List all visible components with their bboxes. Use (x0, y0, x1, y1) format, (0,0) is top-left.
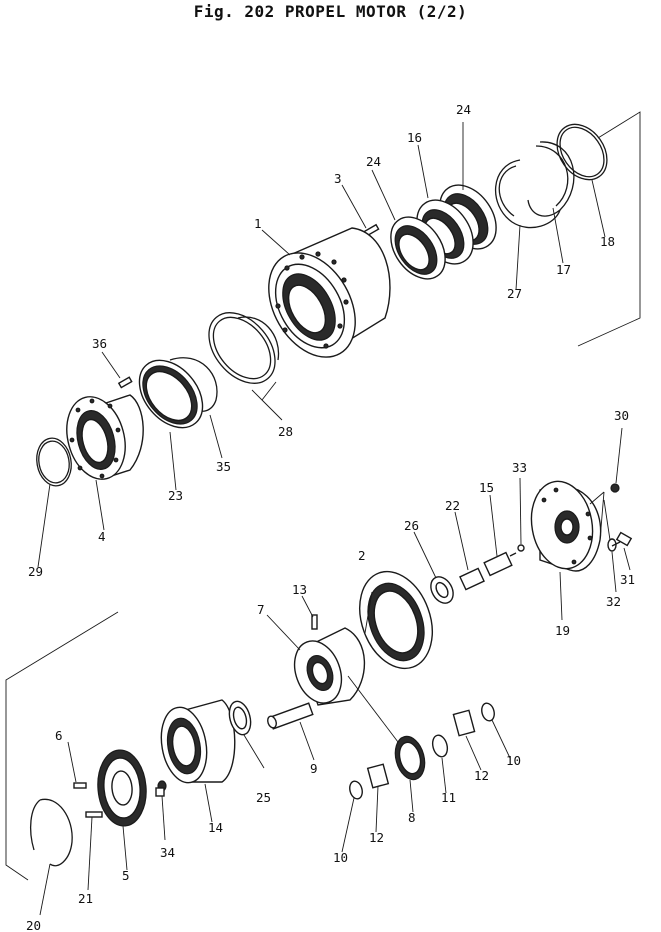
part-12-needle-bearing-a (452, 709, 476, 737)
callout-16: 16 (407, 130, 422, 145)
assembly-guide-lines (5, 111, 641, 881)
part-22-bushing (459, 567, 485, 591)
part-14-drum (160, 699, 236, 784)
callout-24b: 24 (456, 102, 471, 117)
callout-19: 19 (555, 623, 570, 638)
part-1-hub (268, 227, 391, 358)
part-8-planet-gear (394, 735, 426, 781)
callout-21: 21 (78, 891, 93, 906)
part-7-carrier (293, 627, 366, 706)
callout-7: 7 (257, 602, 265, 617)
callout-1: 1 (254, 216, 262, 231)
part-27-ring (495, 159, 561, 229)
callout-22: 22 (445, 498, 460, 513)
callout-8: 8 (408, 810, 416, 825)
callout-3: 3 (334, 171, 342, 186)
callout-25: 25 (256, 790, 271, 805)
part-17-snap-ring (527, 141, 575, 217)
part-32-washer (607, 538, 617, 552)
callout-28: 28 (278, 424, 293, 439)
part-9-shaft (267, 702, 314, 730)
callout-20: 20 (26, 918, 41, 932)
callout-17: 17 (556, 262, 571, 277)
part-12-needle-bearing-b (366, 763, 390, 789)
callout-12b: 12 (474, 768, 489, 783)
callout-15: 15 (479, 480, 494, 495)
callout-36: 36 (92, 336, 107, 351)
callout-4: 4 (98, 529, 106, 544)
callout-labels: 1 2 3 4 5 6 7 8 9 10 10 11 12 12 13 14 1… (26, 102, 635, 932)
callout-11: 11 (441, 790, 456, 805)
callout-18: 18 (600, 234, 615, 249)
part-31-bolt (611, 531, 633, 547)
part-30-plug (610, 483, 620, 493)
callout-24a: 24 (366, 154, 381, 169)
part-19-cover-plate (530, 480, 602, 572)
part-29-o-ring (36, 437, 72, 487)
callout-26: 26 (404, 518, 419, 533)
callout-9: 9 (310, 761, 318, 776)
callout-12a: 12 (369, 830, 384, 845)
part-10-washer-a (481, 702, 495, 722)
callout-35: 35 (216, 459, 231, 474)
part-33-ball (517, 544, 525, 552)
part-18-snap-ring (556, 123, 608, 181)
part-25-thrust-washer (228, 700, 252, 736)
part-10-washer-b (349, 780, 363, 800)
callout-31: 31 (620, 572, 635, 587)
part-20-disc (29, 798, 73, 867)
part-23-ring (138, 359, 204, 429)
callout-30: 30 (614, 408, 629, 423)
callout-34: 34 (160, 845, 175, 860)
callout-29: 29 (28, 564, 43, 579)
part-13-pin (311, 614, 318, 630)
callout-14: 14 (208, 820, 223, 835)
part-34-bolt (155, 780, 167, 797)
part-21-pin (85, 811, 103, 818)
part-4-cover (66, 394, 144, 480)
part-36-pin (117, 376, 133, 389)
part-15-shaft (483, 551, 517, 577)
part-24-bearing-race (390, 216, 446, 280)
callout-10b: 10 (506, 753, 521, 768)
part-11-spacer (431, 734, 449, 758)
figure-title: Fig. 202 PROPEL MOTOR (2/2) (193, 2, 468, 21)
leader-lines (37, 122, 631, 916)
part-6-pin (73, 782, 87, 789)
part-2-ring-gear (359, 570, 433, 670)
callout-33: 33 (512, 460, 527, 475)
callout-27: 27 (507, 286, 522, 301)
part-5-sun-gear (97, 749, 147, 827)
callout-2: 2 (358, 548, 366, 563)
callout-6: 6 (55, 728, 63, 743)
part-28-seal (208, 312, 280, 384)
callout-5: 5 (122, 868, 130, 883)
callout-32: 32 (606, 594, 621, 609)
callout-10a: 10 (333, 850, 348, 865)
part-26-thrust-washer (430, 576, 454, 604)
callout-23: 23 (168, 488, 183, 503)
callout-13: 13 (292, 582, 307, 597)
